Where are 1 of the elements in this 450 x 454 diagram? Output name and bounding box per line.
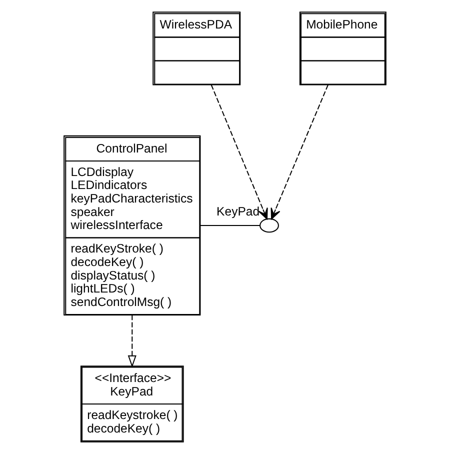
node-label: KeyPad: [216, 204, 260, 218]
